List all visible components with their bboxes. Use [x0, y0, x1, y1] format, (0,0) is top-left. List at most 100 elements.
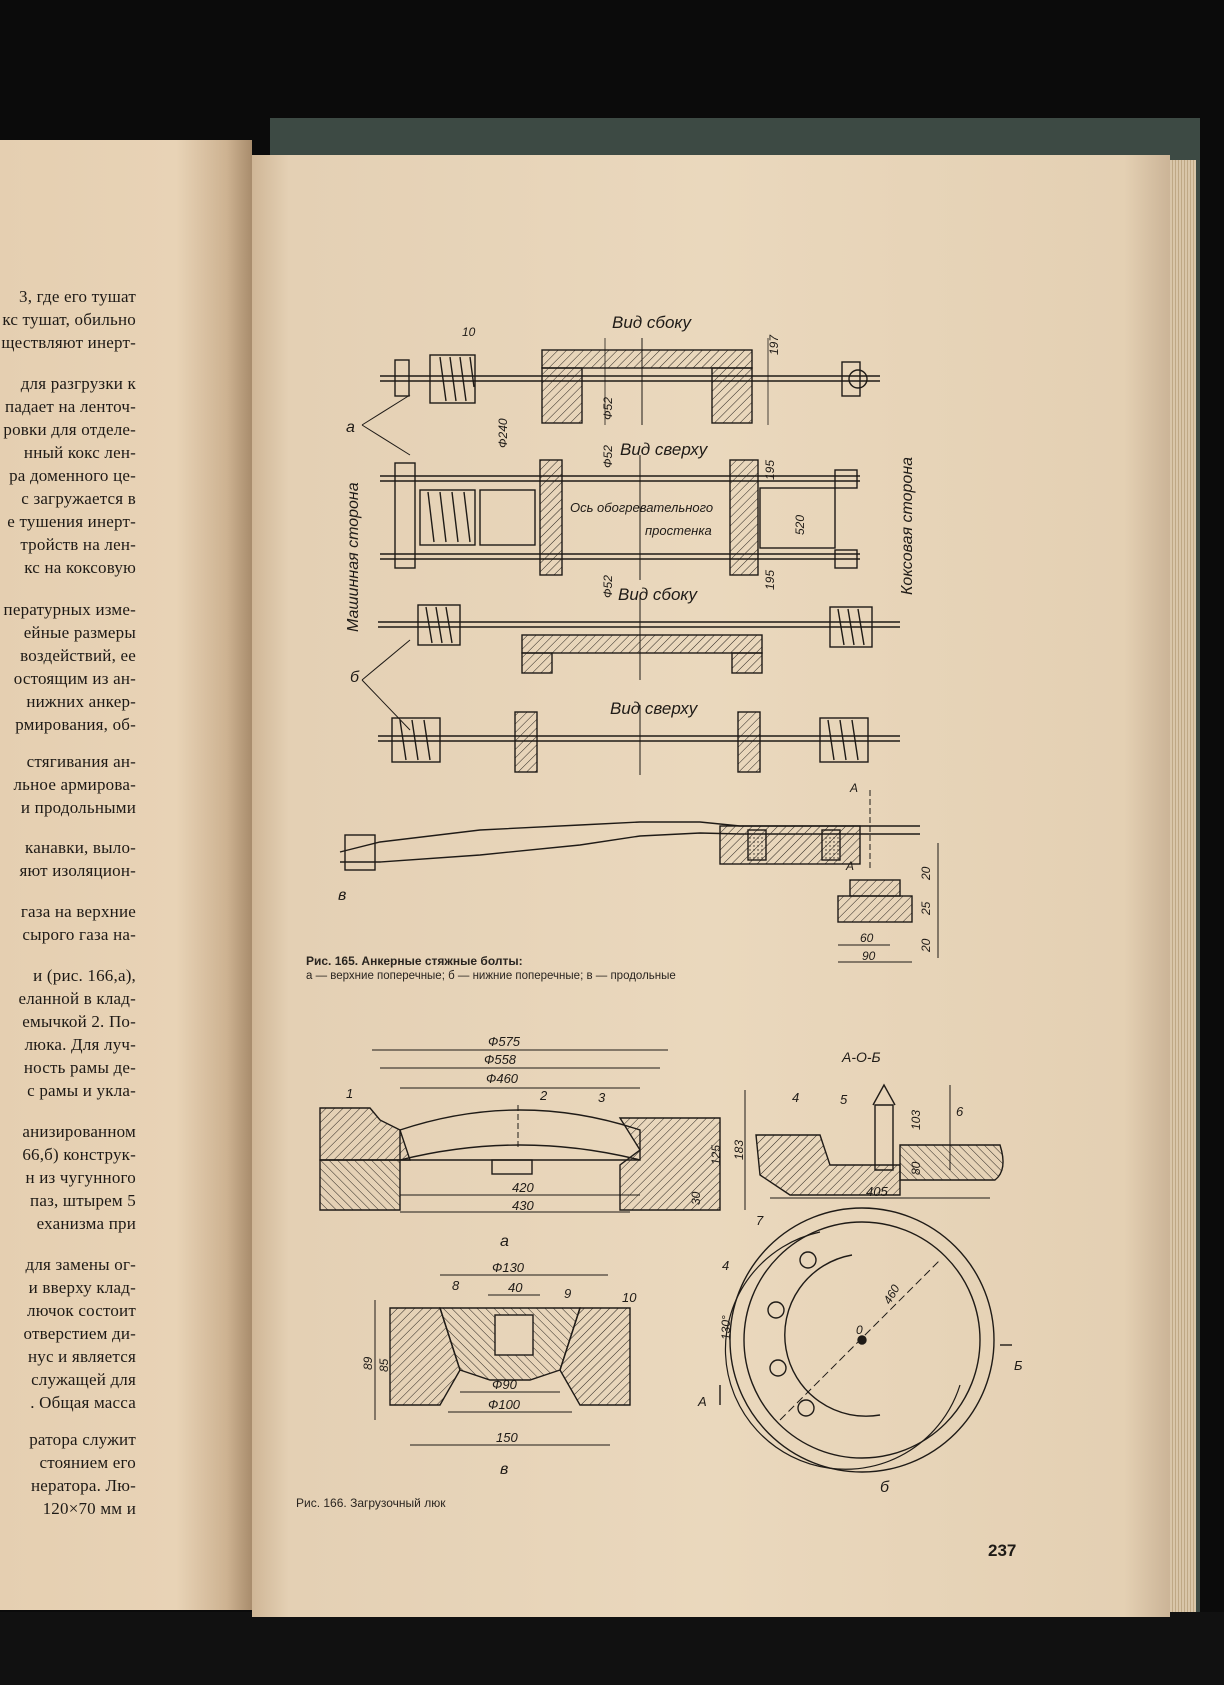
dim-90: 90: [862, 949, 876, 963]
left-page-line: остоящим из ан-: [13, 669, 136, 688]
left-page-line: канавки, выло-: [25, 838, 136, 857]
label-top-view-1: Вид сверху: [620, 440, 709, 459]
left-page-line: газа на верхние: [20, 902, 136, 921]
wall-right-side: [711, 367, 753, 424]
left-page-line: ность рамы де-: [23, 1058, 136, 1077]
left-page-line: ратора служит: [29, 1430, 136, 1449]
fig166-labels: Ф575 Ф558 Ф460 420 430 125 30 1 2 3 а А-…: [346, 1034, 1023, 1496]
left-page-line: и продольными: [20, 798, 136, 817]
lid-a: [399, 1109, 641, 1161]
page-edge: [1170, 160, 1196, 1612]
num-4b: 4: [722, 1258, 729, 1273]
dim-183: 183: [732, 1140, 746, 1160]
wall-b-side: [521, 634, 763, 654]
spring-top-view: [419, 489, 476, 546]
dim-460: Ф460: [486, 1071, 519, 1086]
label-a: а: [346, 419, 355, 436]
left-page-line: с загружается в: [21, 489, 136, 508]
label-arrow-B: Б: [1014, 1358, 1023, 1373]
num-4a: 4: [792, 1090, 799, 1105]
section-detail-top: [849, 879, 901, 897]
dim-52b: Ф52: [601, 445, 615, 468]
wall-left-side: [541, 367, 583, 424]
label-center-o: 0: [856, 1323, 863, 1337]
spring-b-top-left: [391, 717, 441, 763]
detail-v-left: [389, 1307, 461, 1406]
left-page-line: еланной в клад-: [18, 989, 136, 1008]
dim-130: Ф130: [492, 1260, 525, 1275]
dim-20a: 20: [919, 866, 933, 881]
fig166-caption: Рис. 166. Загрузочный люк: [296, 1496, 446, 1510]
dim-20b: 20: [919, 938, 933, 953]
left-page-line: кс на коксовую: [24, 558, 136, 577]
num-10: 10: [622, 1290, 637, 1305]
spring-1: [429, 354, 476, 404]
left-page-line: с рамы и укла-: [27, 1081, 136, 1100]
label-axis-1: Ось обогревательного: [570, 500, 713, 515]
left-page-line: нижних анкер-: [26, 692, 136, 711]
left-page-line: ровки для отделе-: [3, 420, 136, 439]
nut-circle-1: [848, 369, 868, 389]
spring-b-right: [829, 606, 873, 648]
label-fig166-b: б: [880, 1479, 890, 1496]
label-arrow-A: А: [697, 1394, 707, 1409]
left-page-line: кс тушат, обильно: [2, 310, 136, 329]
left-page-line: ейные размеры: [23, 623, 136, 642]
label-machine-side: Машинная сторона: [345, 482, 362, 632]
left-page-line: падает на ленточ-: [5, 397, 136, 416]
dim-52a: Ф52: [601, 397, 615, 420]
label-axis-2: простенка: [645, 523, 712, 538]
left-page-line: еханизма при: [36, 1214, 136, 1233]
dim-420: 420: [512, 1180, 534, 1195]
dim-89: 89: [361, 1356, 375, 1370]
pin-5: [874, 1104, 894, 1171]
left-page-line: н из чугунного: [25, 1168, 136, 1187]
frame-right-section: [618, 1117, 721, 1211]
label-b: б: [350, 669, 360, 686]
dim-558: Ф558: [484, 1052, 517, 1067]
label-fig166-a: а: [500, 1233, 509, 1250]
wall-top-left: [539, 459, 563, 576]
fig165-labels: Вид сбоку Вид сверху Вид сбоку Вид сверх…: [338, 313, 933, 963]
left-page-line: сырого газа на-: [22, 925, 136, 944]
left-page-line: 3, где его тушат: [19, 287, 136, 306]
dim-60: 60: [860, 931, 874, 945]
left-page-line: емычкой 2. По-: [22, 1012, 136, 1031]
left-page-line: люка. Для луч-: [24, 1035, 136, 1054]
background-table: [0, 1612, 1224, 1685]
wall-top-side: [541, 349, 753, 369]
label-fig166-v: в: [500, 1461, 508, 1478]
left-page-line: 66,б) конструк-: [22, 1145, 136, 1164]
label-section-A-top: А: [849, 781, 858, 795]
dim-430: 430: [512, 1198, 534, 1213]
left-page-line: е тушения инерт-: [7, 512, 136, 531]
fig165-drawing: [339, 338, 939, 963]
dim-30: 30: [689, 1191, 703, 1205]
nut-right-1: [841, 361, 861, 397]
dim-90: Ф90: [492, 1377, 518, 1392]
left-page-line: рмирования, об-: [15, 715, 136, 734]
left-page-line: нератора. Лю-: [31, 1476, 136, 1495]
fig165-caption-sub: а — верхние поперечные; б — нижние попер…: [306, 970, 676, 982]
label-side-view-1: Вид сбоку: [612, 313, 692, 332]
left-page-line: паз, штырем 5: [30, 1191, 136, 1210]
left-page-line: нус и является: [27, 1347, 136, 1366]
dim-85: 85: [377, 1358, 391, 1372]
frame-right-top: [759, 487, 836, 549]
num-8: 8: [452, 1278, 460, 1293]
dim-197: 197: [767, 334, 781, 355]
spring-housing: [479, 489, 536, 546]
frame-left-top: [394, 462, 416, 569]
dim-25: 25: [919, 901, 933, 916]
frame-left-section: [319, 1107, 411, 1161]
dim-130deg: 130°: [719, 1315, 733, 1340]
spring-b-top-right: [819, 717, 869, 763]
dim-460r: 460: [880, 1282, 902, 1307]
dim-125: 125: [709, 1145, 723, 1165]
label-section-A-bot: А: [845, 859, 854, 873]
label-side-view-2: Вид сбоку: [618, 585, 698, 604]
left-page-line: для замены ог-: [25, 1255, 136, 1274]
left-page-line: анизированном: [22, 1122, 136, 1141]
